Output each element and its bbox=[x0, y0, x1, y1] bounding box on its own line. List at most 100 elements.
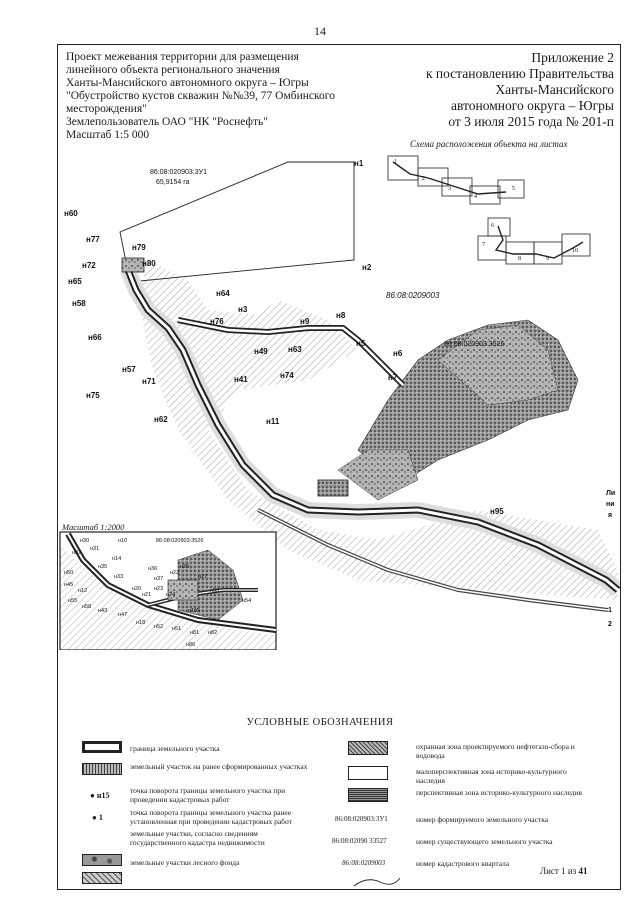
legend-text: граница земельного участка bbox=[130, 744, 220, 753]
point-label: н64 bbox=[216, 289, 230, 298]
legend-swatch-prior-parcel bbox=[82, 763, 122, 775]
detail-point: н36 bbox=[148, 566, 157, 572]
legend-sample-quarter: 86:08:0209003 bbox=[342, 859, 386, 867]
appendix-line: автономного округа – Югры bbox=[451, 98, 614, 113]
edge-label: Ли bbox=[606, 490, 615, 497]
legend-sample-existing-parcel: 86:08:02090 33527 bbox=[332, 837, 387, 845]
appendix-header: Приложение 2 к постановлению Правительст… bbox=[372, 50, 614, 130]
detail-point: н43 bbox=[98, 608, 107, 614]
legend-swatch-extra bbox=[82, 872, 122, 884]
detail-point: н30 bbox=[80, 538, 89, 544]
small-lot bbox=[121, 257, 145, 273]
point-label: н9 bbox=[300, 317, 310, 326]
detail-point: н51 bbox=[172, 626, 181, 632]
point-label: н95 bbox=[490, 507, 504, 516]
point-label: н58 bbox=[72, 299, 86, 308]
point-label: н60 bbox=[64, 209, 78, 218]
point-label: н49 bbox=[254, 347, 268, 356]
detail-point: н27 bbox=[198, 574, 207, 580]
sheet-number: 4 bbox=[474, 194, 477, 200]
point-label: н71 bbox=[142, 377, 156, 386]
legend-swatch-boundary bbox=[82, 741, 122, 753]
small-lot bbox=[317, 479, 349, 497]
legend-text: малоперспективная зона историко-культурн… bbox=[416, 767, 567, 785]
detail-point: н45 bbox=[64, 582, 73, 588]
point-label: н8 bbox=[336, 311, 346, 320]
detail-inset bbox=[59, 531, 277, 650]
sheet-number: 7 bbox=[482, 242, 485, 248]
legend-text: номер формируемого земельного участка bbox=[416, 815, 549, 824]
edge-label: ни bbox=[606, 501, 615, 508]
header-line: Ханты-Мансийского автономного округа – Ю… bbox=[66, 77, 309, 89]
legend-text: охранная зона проектируемого нефтегазо-с… bbox=[416, 742, 575, 760]
point-label: н1 bbox=[354, 159, 364, 168]
detail-point: н23 bbox=[154, 586, 163, 592]
header-line: Проект межевания территории для размещен… bbox=[66, 51, 299, 63]
legend-text: номер кадастрового квартала bbox=[416, 859, 510, 868]
sheet-number: 2 bbox=[422, 176, 425, 182]
appendix-line: Приложение 2 bbox=[531, 50, 614, 65]
detail-point: н82 bbox=[208, 630, 217, 636]
legend-sample-new-parcel: 86:08:020903:3У1 bbox=[335, 815, 388, 823]
sheet-number: 3 bbox=[448, 186, 451, 192]
sheet-counter-prefix: Лист 1 из bbox=[540, 866, 577, 876]
legend-point-new-label: н15 bbox=[96, 791, 110, 800]
detail-point: н25 bbox=[180, 564, 189, 570]
point-label: н77 bbox=[86, 235, 100, 244]
point-label: н76 bbox=[210, 317, 224, 326]
parcel-number-label: 86:08:020903:3У1 bbox=[150, 169, 207, 176]
edge-label: 2 bbox=[608, 621, 612, 628]
detail-point: н24 bbox=[166, 592, 175, 598]
detail-point: н54 bbox=[242, 598, 251, 604]
map-scale: Масштаб 1:5 000 bbox=[66, 129, 150, 141]
parcel-area-label: 65,9154 га bbox=[156, 179, 190, 186]
detail-point: н31 bbox=[90, 546, 99, 552]
legend-point-old: ● 1 bbox=[92, 813, 103, 822]
forest-fund-area bbox=[437, 324, 559, 406]
detail-point: н86 bbox=[186, 642, 195, 648]
point-label: н72 bbox=[82, 261, 96, 270]
sheet-number: 5 bbox=[512, 186, 515, 192]
detail-point: н105 bbox=[188, 608, 200, 614]
legend-text: точка поворота границы земельного участк… bbox=[130, 808, 292, 826]
header-line: Землепользователь ОАО "НК "Роснефть" bbox=[66, 116, 268, 128]
sheet-frame bbox=[57, 44, 621, 890]
point-label: н79 bbox=[132, 243, 146, 252]
sheet-number: 1 bbox=[394, 159, 397, 165]
header-line: линейного объекта регионального значения bbox=[66, 64, 280, 76]
legend-point-new: ● н15 bbox=[90, 791, 110, 800]
legend-title: УСЛОВНЫЕ ОБОЗНАЧЕНИЯ bbox=[246, 717, 394, 728]
detail-point: н14 bbox=[112, 556, 121, 562]
detail-point: н50 bbox=[64, 570, 73, 576]
legend-swatch-heritage bbox=[348, 788, 388, 802]
appendix-line: Ханты-Мансийского bbox=[495, 82, 614, 97]
detail-point: н37 bbox=[154, 576, 163, 582]
detail-point: н53 bbox=[210, 588, 219, 594]
point-label: н63 bbox=[288, 345, 302, 354]
legend-text: земельные участки лесного фонда bbox=[130, 858, 240, 867]
sheet-layout-schema: 1 2 3 4 5 6 7 8 9 10 bbox=[387, 155, 591, 265]
parcel-number-label: 86:08:020903:3526 bbox=[444, 341, 504, 348]
detail-point: н20 bbox=[132, 586, 141, 592]
cadastral-quarter-label: 86:08:0209003 bbox=[386, 291, 440, 300]
point-label: н62 bbox=[154, 415, 168, 424]
point-label: н11 bbox=[266, 417, 280, 426]
point-label: н80 bbox=[142, 259, 156, 268]
sheet-number: 9 bbox=[546, 256, 549, 262]
detail-point: н22 bbox=[170, 570, 179, 576]
legend-text: перспективная зона историко-культурного … bbox=[416, 788, 582, 797]
legend-swatch-protection-zone bbox=[348, 741, 388, 755]
legend-text: номер существующего земельного участка bbox=[416, 837, 553, 846]
detail-point: н21 bbox=[142, 592, 151, 598]
sheet-number: 10 bbox=[572, 248, 578, 254]
detail-point: н55 bbox=[68, 598, 77, 604]
legend-text: земельный участок на ранее сформированны… bbox=[130, 762, 308, 771]
sheet-schema-title: Схема расположения объекта на листах bbox=[410, 139, 568, 149]
point-label: н74 bbox=[280, 371, 294, 380]
detail-point: н12 bbox=[78, 588, 87, 594]
detail-point: н10 bbox=[118, 538, 127, 544]
legend-swatch-forest bbox=[82, 854, 122, 866]
detail-point: н18 bbox=[136, 620, 145, 626]
appendix-line: от 3 июля 2015 года № 201-п bbox=[448, 114, 614, 129]
point-label: н3 bbox=[238, 305, 248, 314]
